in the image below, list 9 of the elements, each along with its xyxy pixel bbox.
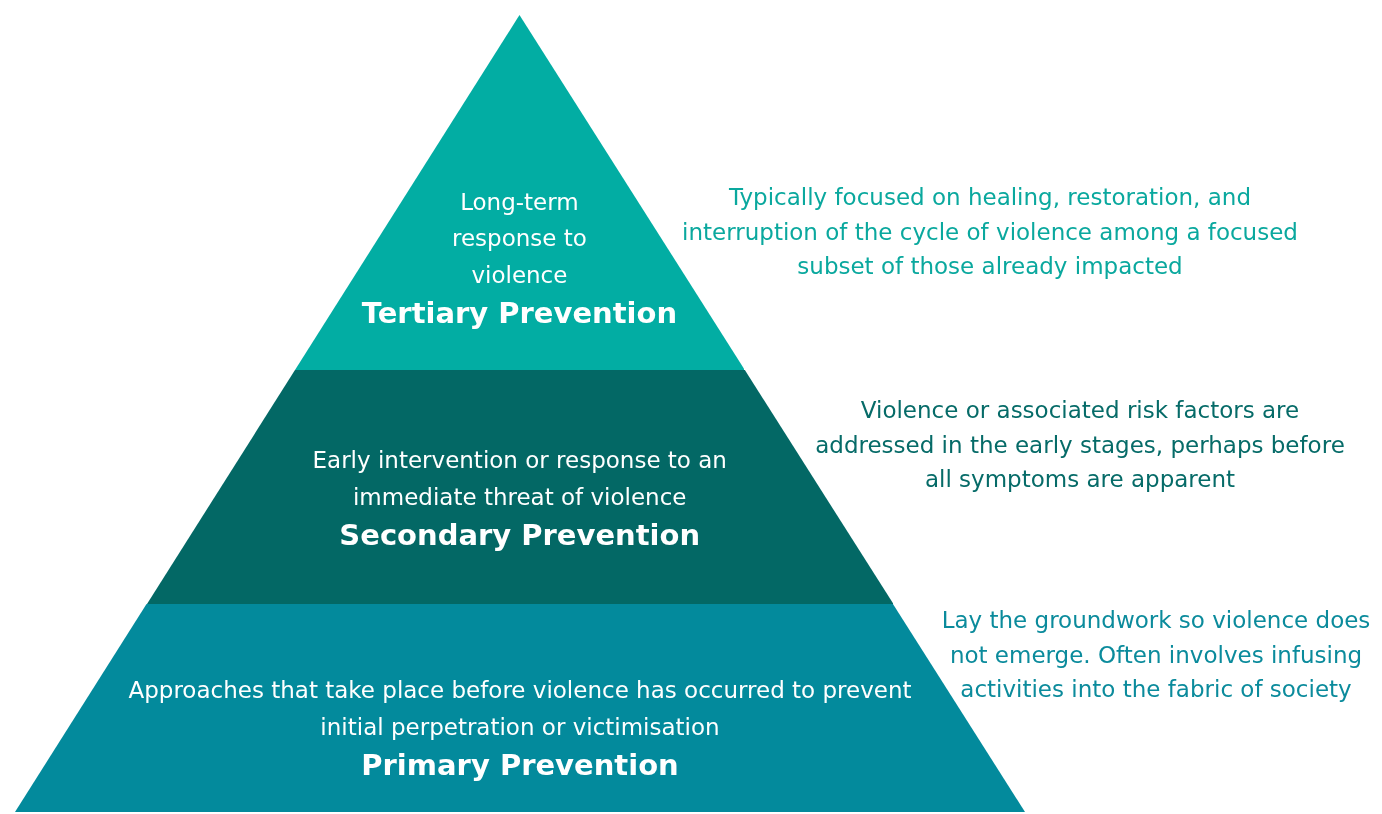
side-note: Violence or associated risk factors are addressed in the early stages, perhaps before all symptoms are apparent (814, 396, 1346, 494)
tier-title: Secondary Prevention (339, 518, 701, 552)
side-note: Lay the groundwork so violence does not emerge. Often involves infusing activities into the fabric of society (940, 606, 1372, 704)
tier-description: Early intervention or response to an immediate threat of violence (311, 446, 728, 513)
side-note: Typically focused on healing, restoration, and interruption of the cycle of violence among a focused subset of those already impacted (681, 183, 1299, 281)
tier-title: Primary Prevention (361, 748, 679, 782)
tier-title: Tertiary Prevention (361, 296, 678, 330)
tier-description: Long-term response to violence (451, 187, 588, 291)
tier-description: Approaches that take place before violence has occurred to prevent initial perpetration or victimisation (127, 676, 913, 743)
